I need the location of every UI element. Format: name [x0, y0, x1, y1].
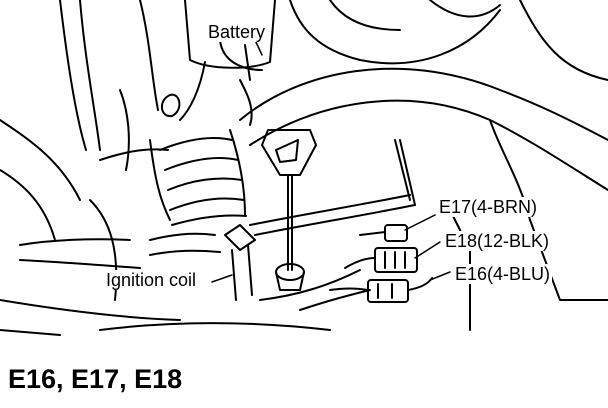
left-frame — [59, 0, 181, 171]
e18-label: E18(12-BLK) — [443, 231, 552, 251]
connector-e17 — [359, 224, 408, 242]
intake-duct — [149, 129, 247, 226]
ignition-coil-drawing — [19, 224, 256, 301]
connector-e16 — [329, 277, 433, 303]
wiring-harness — [249, 139, 416, 311]
connector-e18 — [344, 247, 418, 273]
e16-label: E16(4-BLU) — [453, 264, 553, 284]
engine-bay-line-drawing — [0, 0, 608, 336]
connector-caption: E16, E17, E18 — [8, 364, 183, 394]
dipstick — [261, 129, 317, 291]
leader-lines — [211, 39, 451, 283]
battery-label: Battery — [206, 22, 268, 42]
upper-hoses — [239, 0, 608, 331]
lower-left-hoses — [0, 119, 331, 336]
e17-label: E17(4-BRN) — [437, 197, 540, 217]
battery-outline — [179, 0, 276, 126]
ignition-coil-label: Ignition coil — [104, 270, 199, 290]
